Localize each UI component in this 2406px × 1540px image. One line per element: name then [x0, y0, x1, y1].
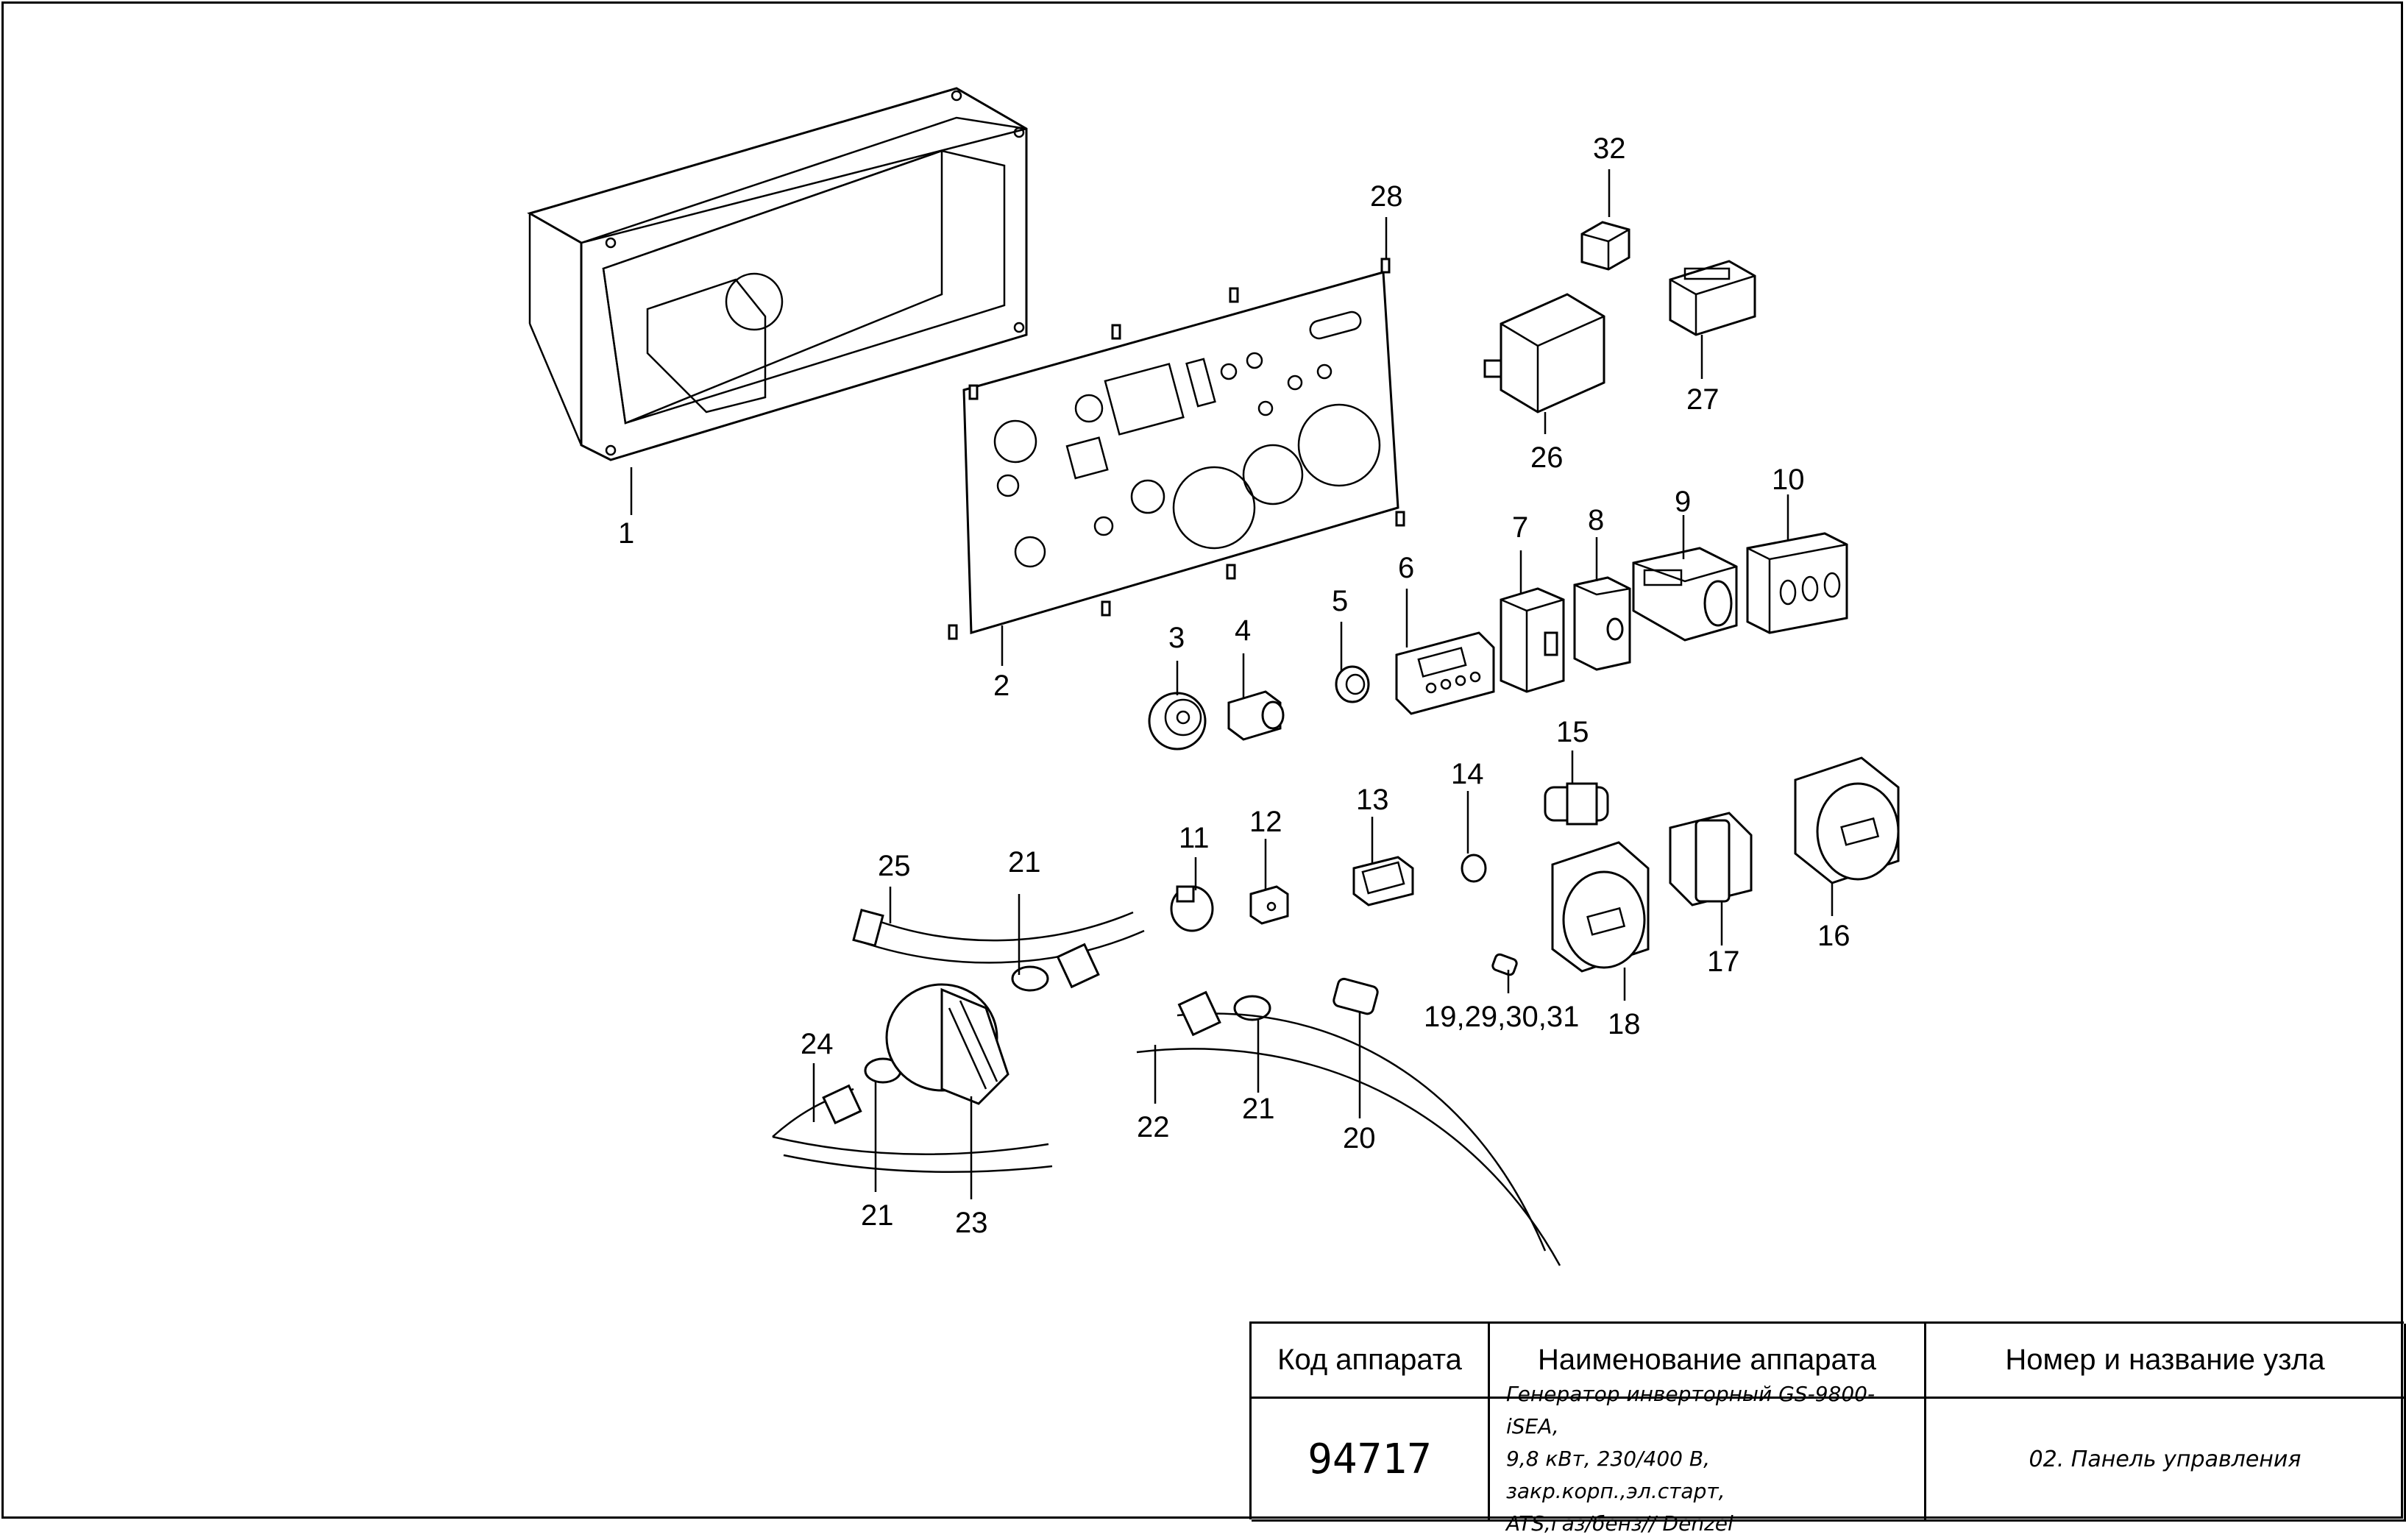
callout-17: 17: [1707, 945, 1740, 978]
part-13-rocker-switch: [1352, 856, 1414, 906]
callout-26: 26: [1530, 441, 1564, 474]
callout-32: 32: [1593, 132, 1626, 165]
callout-labels: 1 2 3 4 5 6 7 8 9 10 11 12 13 14 15 16 1…: [618, 132, 1850, 1239]
callout-12: 12: [1249, 806, 1282, 838]
callout-14: 14: [1451, 758, 1484, 790]
part-screws: [948, 258, 1405, 640]
callout-21-top: 21: [1008, 846, 1041, 879]
callout-28: 28: [1370, 180, 1403, 213]
callout-23: 23: [955, 1207, 988, 1239]
header-device-name: Наименование аппарата: [1490, 1324, 1926, 1399]
callout-18: 18: [1608, 1008, 1641, 1040]
callout-10: 10: [1772, 464, 1805, 496]
device-code: 94717: [1252, 1399, 1490, 1522]
header-device-code: Код аппарата: [1252, 1324, 1490, 1399]
part-9-rotary-switch: [1632, 547, 1738, 642]
title-block-table: Код аппарата Наименование аппарата Номер…: [1249, 1321, 2406, 1536]
part-7-breaker: [1500, 587, 1565, 693]
part-22-hose: [1136, 990, 1561, 1266]
callout-11: 11: [1179, 822, 1210, 854]
callout-20: 20: [1343, 1122, 1376, 1154]
callout-3: 3: [1168, 622, 1185, 654]
callout-5: 5: [1332, 585, 1348, 617]
callout-21-middle: 21: [1242, 1093, 1275, 1125]
leader-lines: [630, 169, 1834, 1199]
part-32-module: [1580, 221, 1630, 271]
node-name: 02. Панель управления: [1926, 1399, 2406, 1522]
part-housing: [527, 87, 1028, 461]
part-17-socket: [1669, 812, 1753, 906]
callout-13: 13: [1356, 784, 1389, 816]
part-6-meter: [1395, 631, 1495, 715]
part-5-indicator: [1335, 665, 1370, 703]
part-19-small-fittings: [1491, 953, 1518, 976]
part-27-relay: [1669, 260, 1756, 336]
callout-27: 27: [1686, 383, 1720, 416]
callout-19-29-30-31: 19,29,30,31: [1424, 1001, 1579, 1033]
callout-25: 25: [878, 850, 911, 882]
part-control-panel-plate: [962, 271, 1399, 634]
callout-22: 22: [1137, 1111, 1170, 1143]
part-26-controller: [1483, 293, 1605, 414]
callout-9: 9: [1675, 486, 1691, 518]
part-15-fuse: [1544, 782, 1609, 826]
callout-6: 6: [1398, 552, 1414, 584]
part-14-lamp: [1461, 854, 1487, 883]
device-name: Генератор инверторный GS-9800-iSEA, 9,8 …: [1490, 1382, 1926, 1536]
callout-7: 7: [1512, 511, 1528, 544]
part-4-switch: [1227, 690, 1285, 741]
part-23-fuel-valve: [885, 983, 1009, 1105]
part-24-hose: [772, 1084, 1053, 1173]
callout-4: 4: [1235, 614, 1251, 647]
part-10-triple-breaker: [1746, 532, 1848, 634]
callout-16: 16: [1817, 920, 1850, 952]
part-12-socket: [1249, 885, 1289, 925]
part-8-breaker: [1573, 576, 1631, 671]
callout-2: 2: [993, 670, 1009, 702]
part-18-socket: [1551, 841, 1650, 973]
part-25-hose: [852, 908, 1145, 989]
part-20-fitting: [1332, 977, 1379, 1015]
callout-15: 15: [1556, 716, 1589, 748]
part-3-connector: [1148, 692, 1207, 751]
part-21-clamp-a: [1011, 965, 1049, 992]
callout-21-bottom: 21: [861, 1199, 894, 1232]
header-node: Номер и название узла: [1926, 1324, 2406, 1399]
callout-24: 24: [801, 1028, 834, 1060]
callout-8: 8: [1588, 504, 1604, 536]
part-11-socket: [1170, 885, 1214, 932]
callout-1: 1: [618, 517, 634, 550]
part-16-socket: [1794, 756, 1900, 884]
